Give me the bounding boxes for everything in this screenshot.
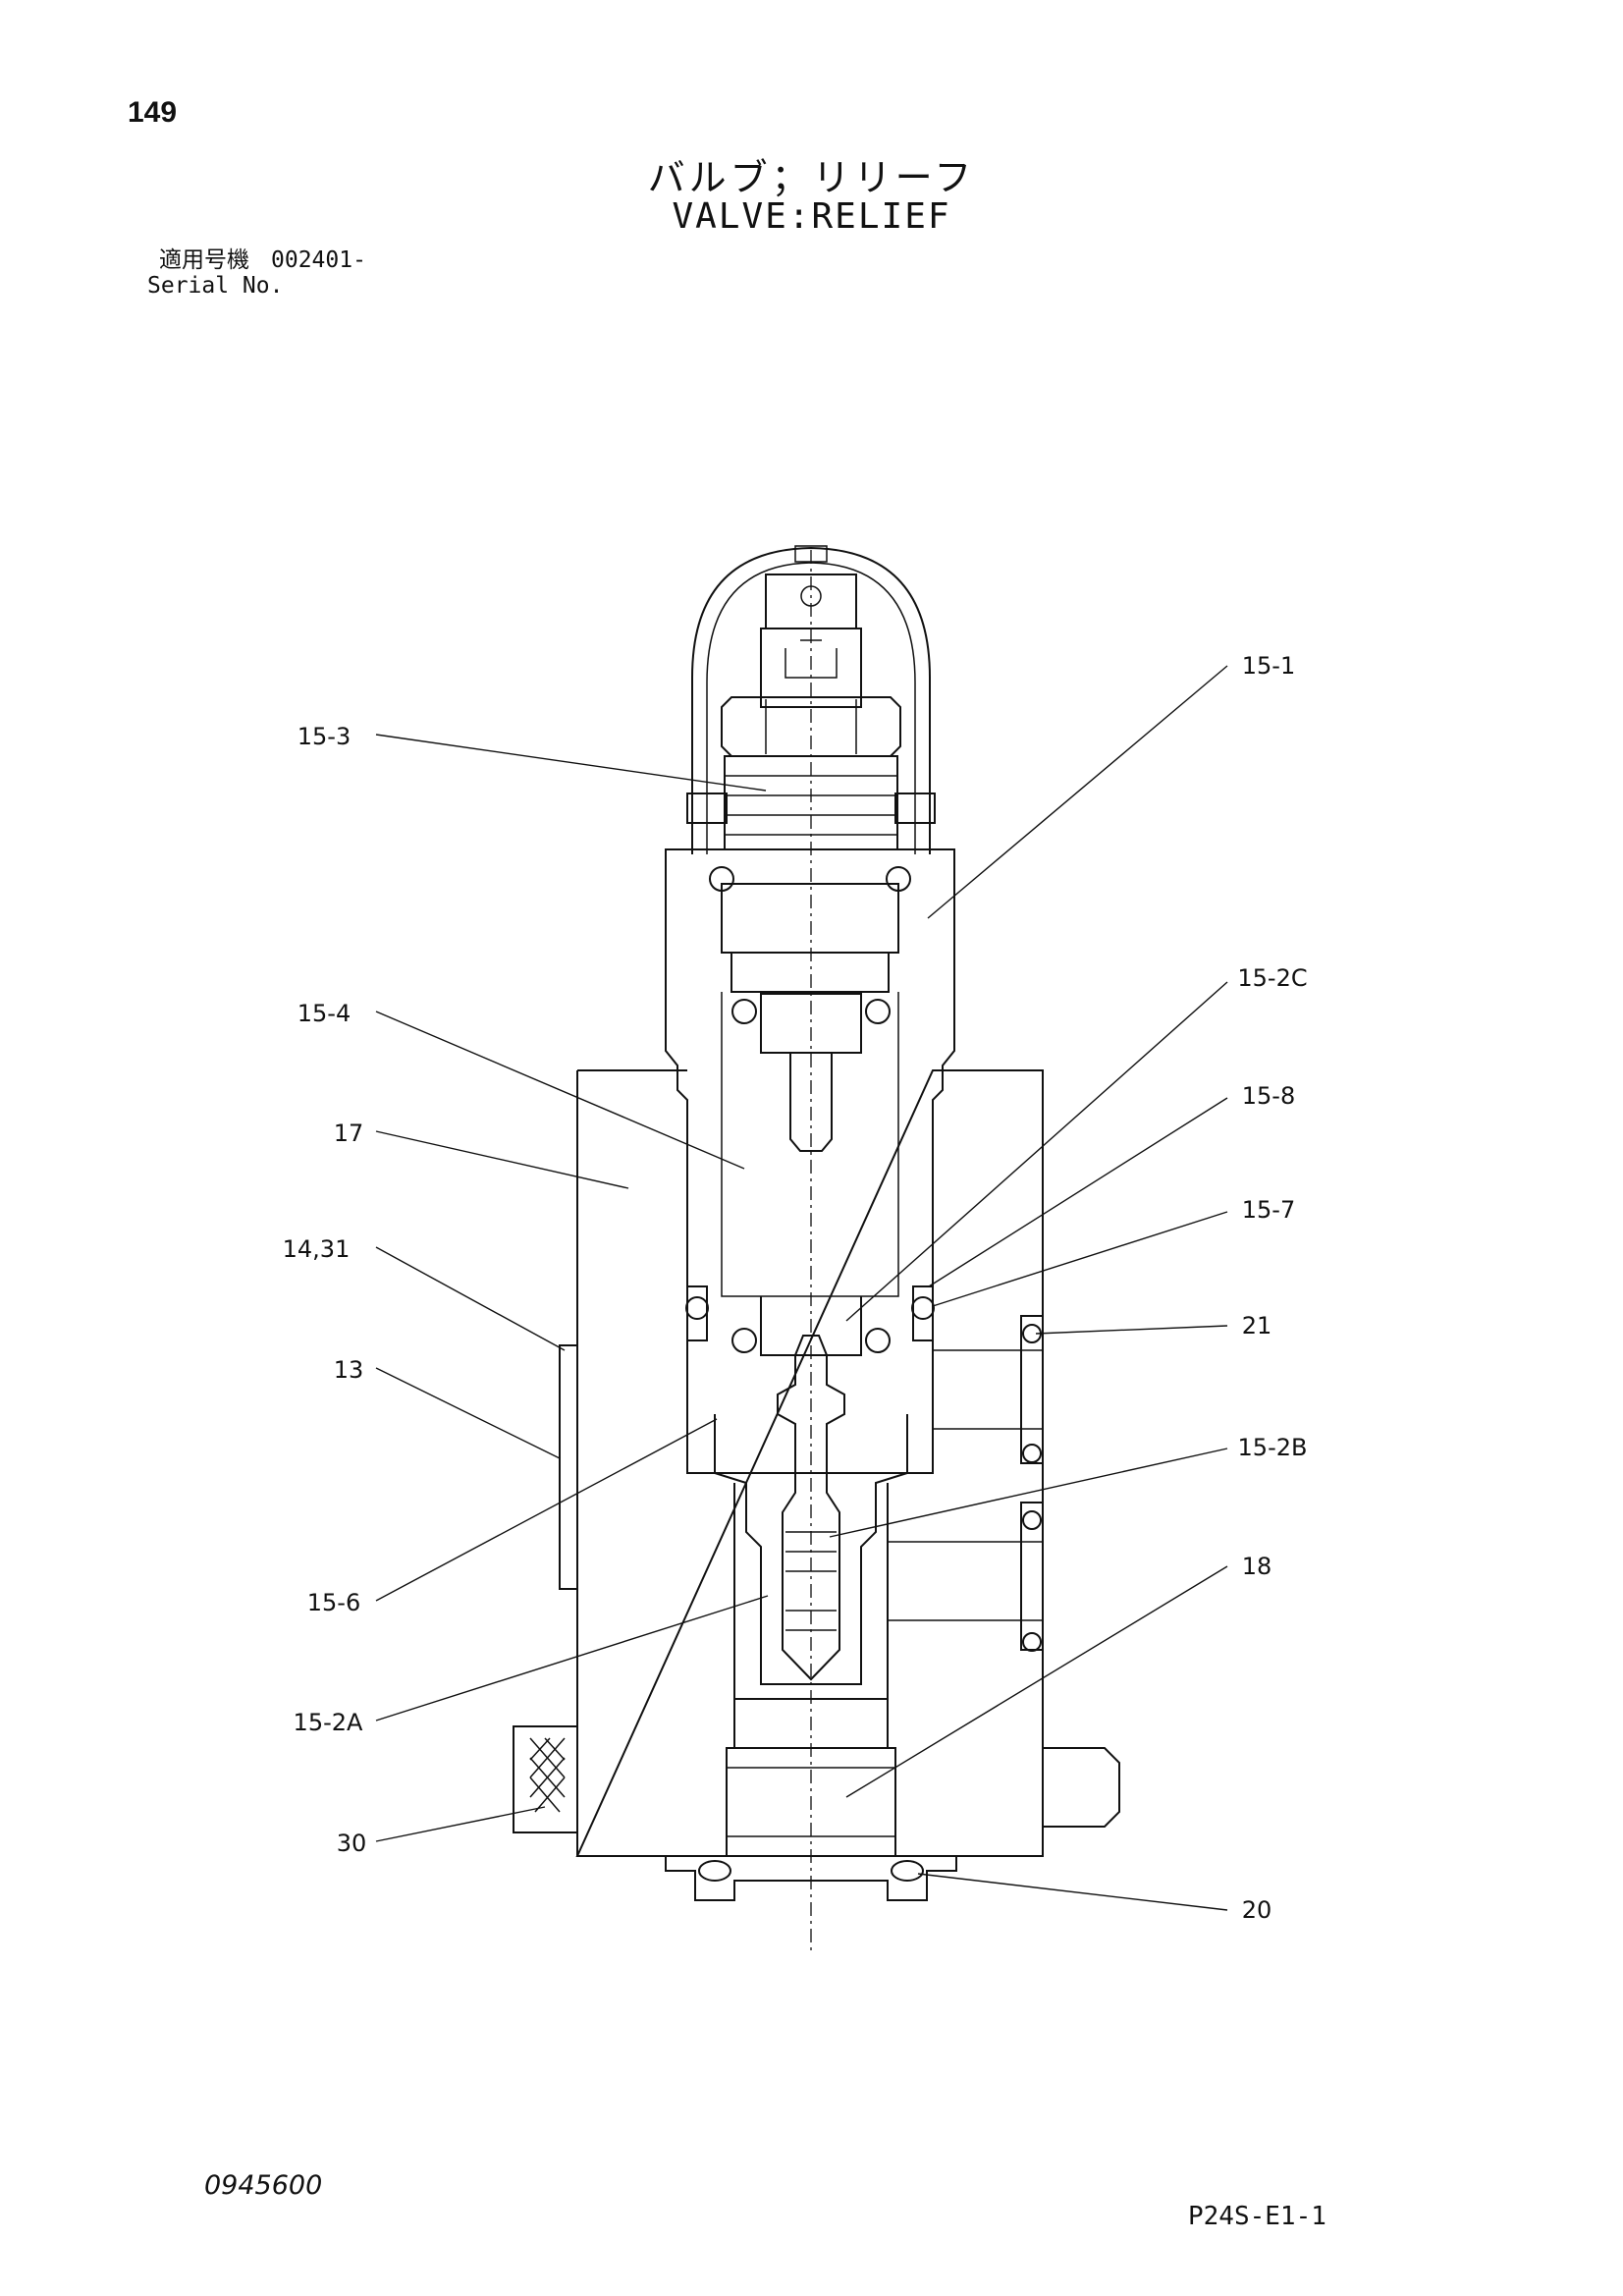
main-spool [777,1335,845,1681]
plug [686,755,936,850]
title-english: VALVE:RELIEF [672,196,951,237]
leader-15-8 [928,1097,1228,1287]
page-number: 149 [128,96,178,129]
leader-18 [845,1565,1228,1798]
lock-nut [721,696,901,757]
callout-15-1: 15-1 [1242,652,1295,680]
upper-housing [665,848,955,1474]
leader-13 [375,1367,561,1459]
leader-15-2B [829,1448,1228,1538]
cap-dome [691,545,931,854]
page-reference: P24S-E1-1 [1188,2202,1326,2231]
leader-17 [375,1130,629,1189]
leader-15-2C [845,981,1228,1322]
callout-15-6: 15-6 [307,1589,360,1616]
callout-18: 18 [1242,1553,1272,1580]
callout-21: 21 [1242,1312,1272,1339]
serial-label-jp: 適用号機 [159,247,249,273]
serial-value: 002401- [271,247,366,273]
valve-body [559,1069,1044,1857]
leader-15-1 [927,665,1228,919]
callout-15-2B: 15-2B [1238,1434,1308,1461]
document-code: 0945600 [204,2170,323,2201]
knurled-knob [513,1725,578,1833]
callout-14-31: 14,31 [283,1235,351,1263]
leader-15-2A [375,1595,769,1722]
callout-15-4: 15-4 [298,1000,351,1027]
leader-15-3 [375,734,767,792]
title-japanese: バルブ；リリーフ [647,156,976,199]
adjusting-screw [760,574,862,708]
leader-20 [917,1873,1228,1911]
leader-14-31 [375,1246,566,1351]
serial-label-en: Serial No. [147,273,284,299]
callout-15-3: 15-3 [298,723,351,750]
leader-15-4 [375,1011,745,1170]
callout-13: 13 [334,1356,364,1384]
callout-15-2C: 15-2C [1237,964,1307,992]
leaders [375,665,1228,1911]
callout-15-7: 15-7 [1242,1196,1295,1224]
callout-15-2A: 15-2A [294,1709,363,1736]
leader-21 [1035,1325,1228,1335]
bottom-plate [665,1855,957,1901]
spring-assembly [731,993,891,1356]
callout-30: 30 [337,1830,367,1857]
leader-15-7 [932,1211,1228,1307]
serial-block: 適用号機 002401- Serial No. [147,247,366,299]
leader-30 [375,1806,546,1842]
callout-20: 20 [1242,1896,1272,1924]
right-stub [1043,1747,1120,1828]
leader-15-6 [375,1418,718,1602]
callout-17: 17 [334,1120,364,1147]
callout-15-8: 15-8 [1242,1082,1295,1110]
